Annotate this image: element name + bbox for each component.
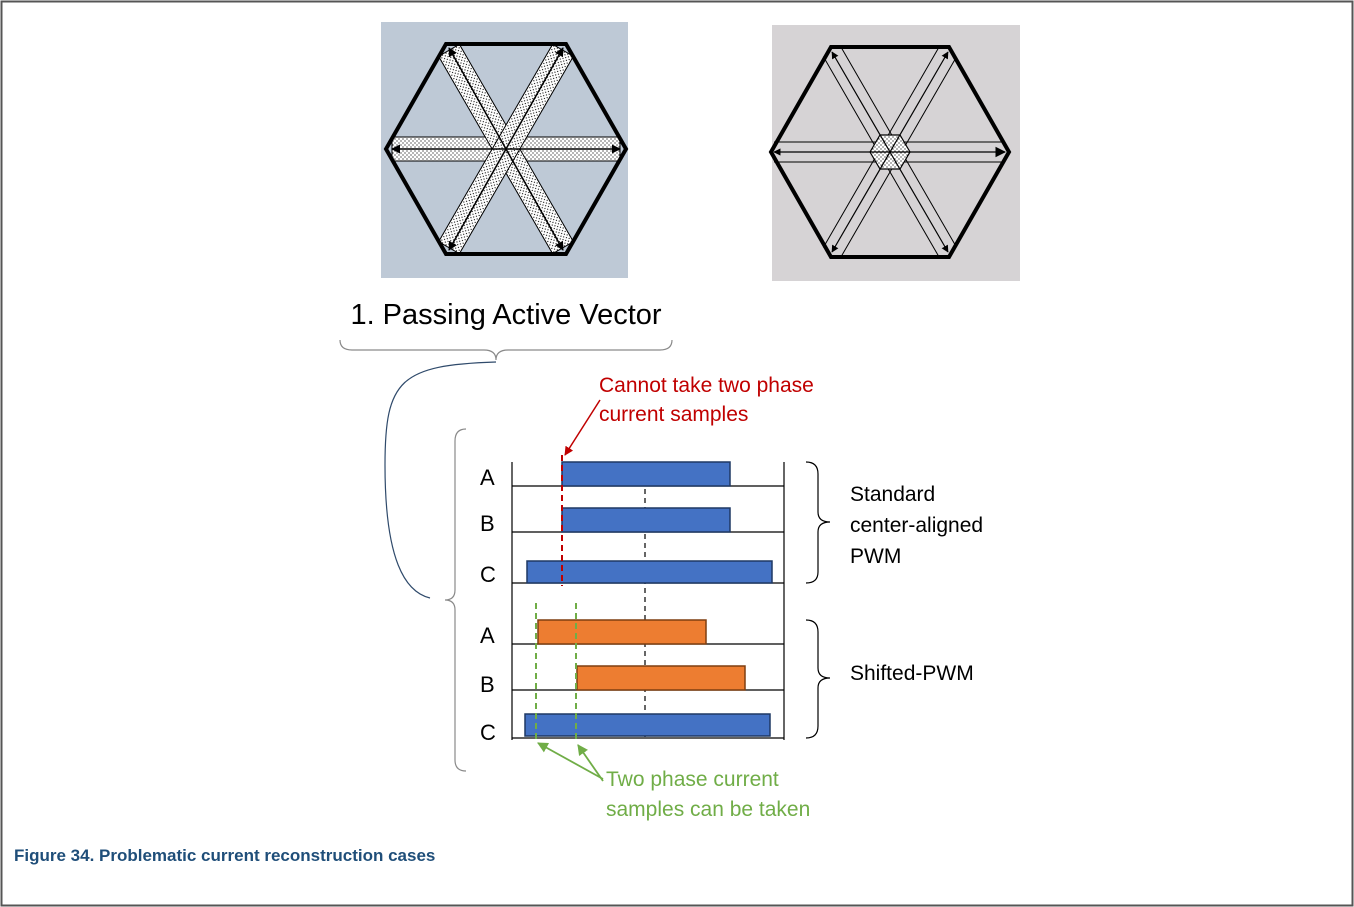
phase-label-a-standard: A <box>480 465 495 490</box>
timing-diagram <box>511 455 785 740</box>
connector-curve <box>384 361 497 599</box>
standard-pwm-bar-c <box>526 560 773 584</box>
standard-pwm-bar-b <box>561 507 731 533</box>
red-note-line2: current samples <box>599 403 748 426</box>
green-note-line2: samples can be taken <box>606 798 810 821</box>
left-group-bracket <box>444 428 467 772</box>
right-vector-diag-2 <box>831 51 949 253</box>
shifted-pwm-bar-c <box>524 713 771 737</box>
shifted-pwm-bar-b <box>576 665 746 691</box>
right-hexagon-panel <box>768 25 1020 281</box>
red-note-line1: Cannot take two phase <box>599 374 814 397</box>
green-note-arrow-1 <box>537 742 604 780</box>
phase-label-b-shifted: B <box>480 672 495 697</box>
red-note-arrow <box>564 399 601 456</box>
standard-label-line2: center-aligned <box>850 514 983 537</box>
left-hexagon-panel <box>381 22 629 278</box>
shifted-pwm-bar-a <box>537 619 707 645</box>
phase-label-c-shifted: C <box>480 720 496 745</box>
shifted-label: Shifted-PWM <box>850 662 974 685</box>
right-hexagon <box>768 45 1012 259</box>
phase-label-a-shifted: A <box>480 623 495 648</box>
shifted-group-bracket <box>805 619 831 739</box>
left-panel-title: 1. Passing Active Vector <box>350 299 661 331</box>
figure-caption: Figure 34. Problematic current reconstru… <box>14 846 435 865</box>
phase-label-c-standard: C <box>480 562 496 587</box>
phase-label-b-standard: B <box>480 511 495 536</box>
left-hexagon <box>383 42 629 256</box>
standard-label-line1: Standard <box>850 483 935 506</box>
standard-group-bracket <box>805 461 831 584</box>
green-note-arrow-2 <box>577 744 604 782</box>
vector-arrow-diag-2 <box>448 47 564 251</box>
standard-label-line3: PWM <box>850 545 901 568</box>
green-note-line1: Two phase current <box>606 768 779 791</box>
standard-pwm-bar-a <box>561 461 731 487</box>
title-brace <box>339 339 673 361</box>
